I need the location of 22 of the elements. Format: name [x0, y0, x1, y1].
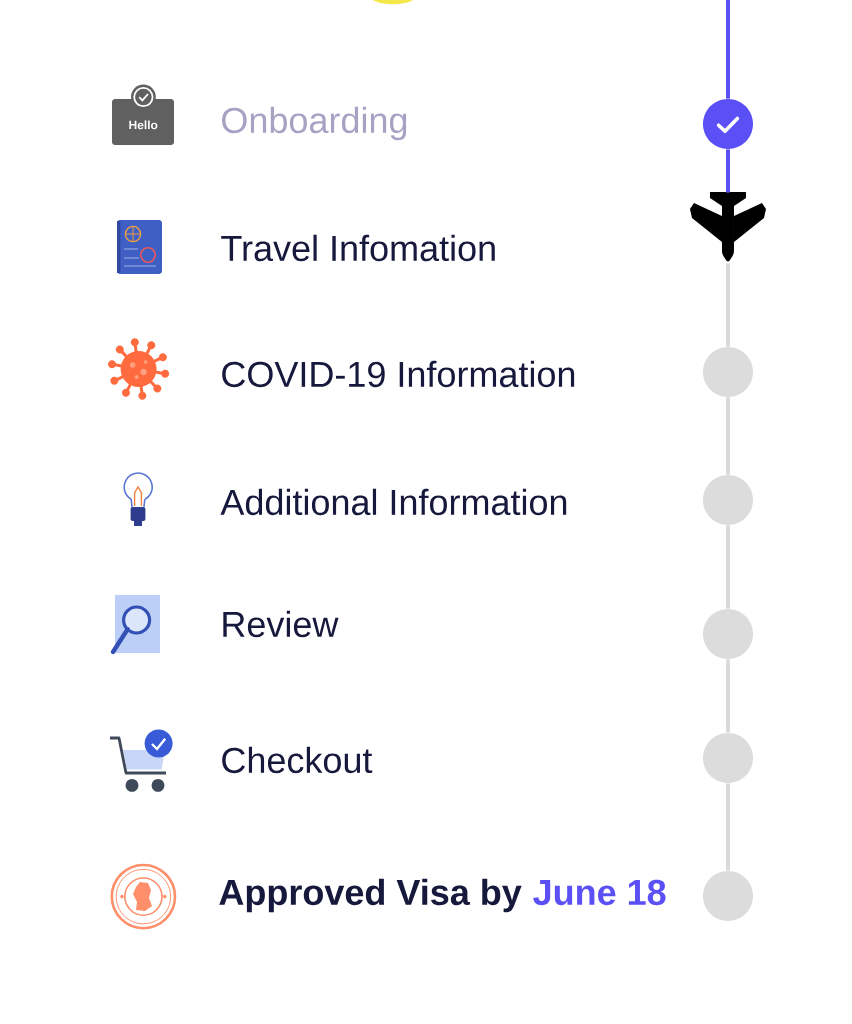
step-circle: [703, 475, 753, 525]
step-circle: [703, 99, 753, 149]
step-label: COVID-19 Information: [222, 360, 575, 388]
timeline-line: [726, 0, 730, 99]
step-label: Review: [223, 610, 339, 638]
step-circle: [703, 733, 753, 783]
step-circle: [703, 347, 753, 397]
step-label: Checkout: [222, 746, 373, 774]
timeline-line: [726, 149, 730, 193]
timeline-line: [726, 659, 730, 733]
timeline-line: [726, 263, 730, 347]
step-label: Approved Visa by: [219, 878, 522, 913]
timeline-line: [726, 397, 730, 475]
date-label: June 18: [533, 879, 666, 906]
step-label: Onboarding: [222, 106, 407, 141]
timeline-line: [726, 783, 730, 871]
airplane-icon: [690, 192, 766, 262]
timeline-line: [726, 525, 730, 609]
step-circle: [703, 871, 753, 921]
step-circle: [703, 609, 753, 659]
step-label: Additional Information: [220, 488, 567, 516]
step-label: Travel Infomation: [221, 234, 495, 262]
